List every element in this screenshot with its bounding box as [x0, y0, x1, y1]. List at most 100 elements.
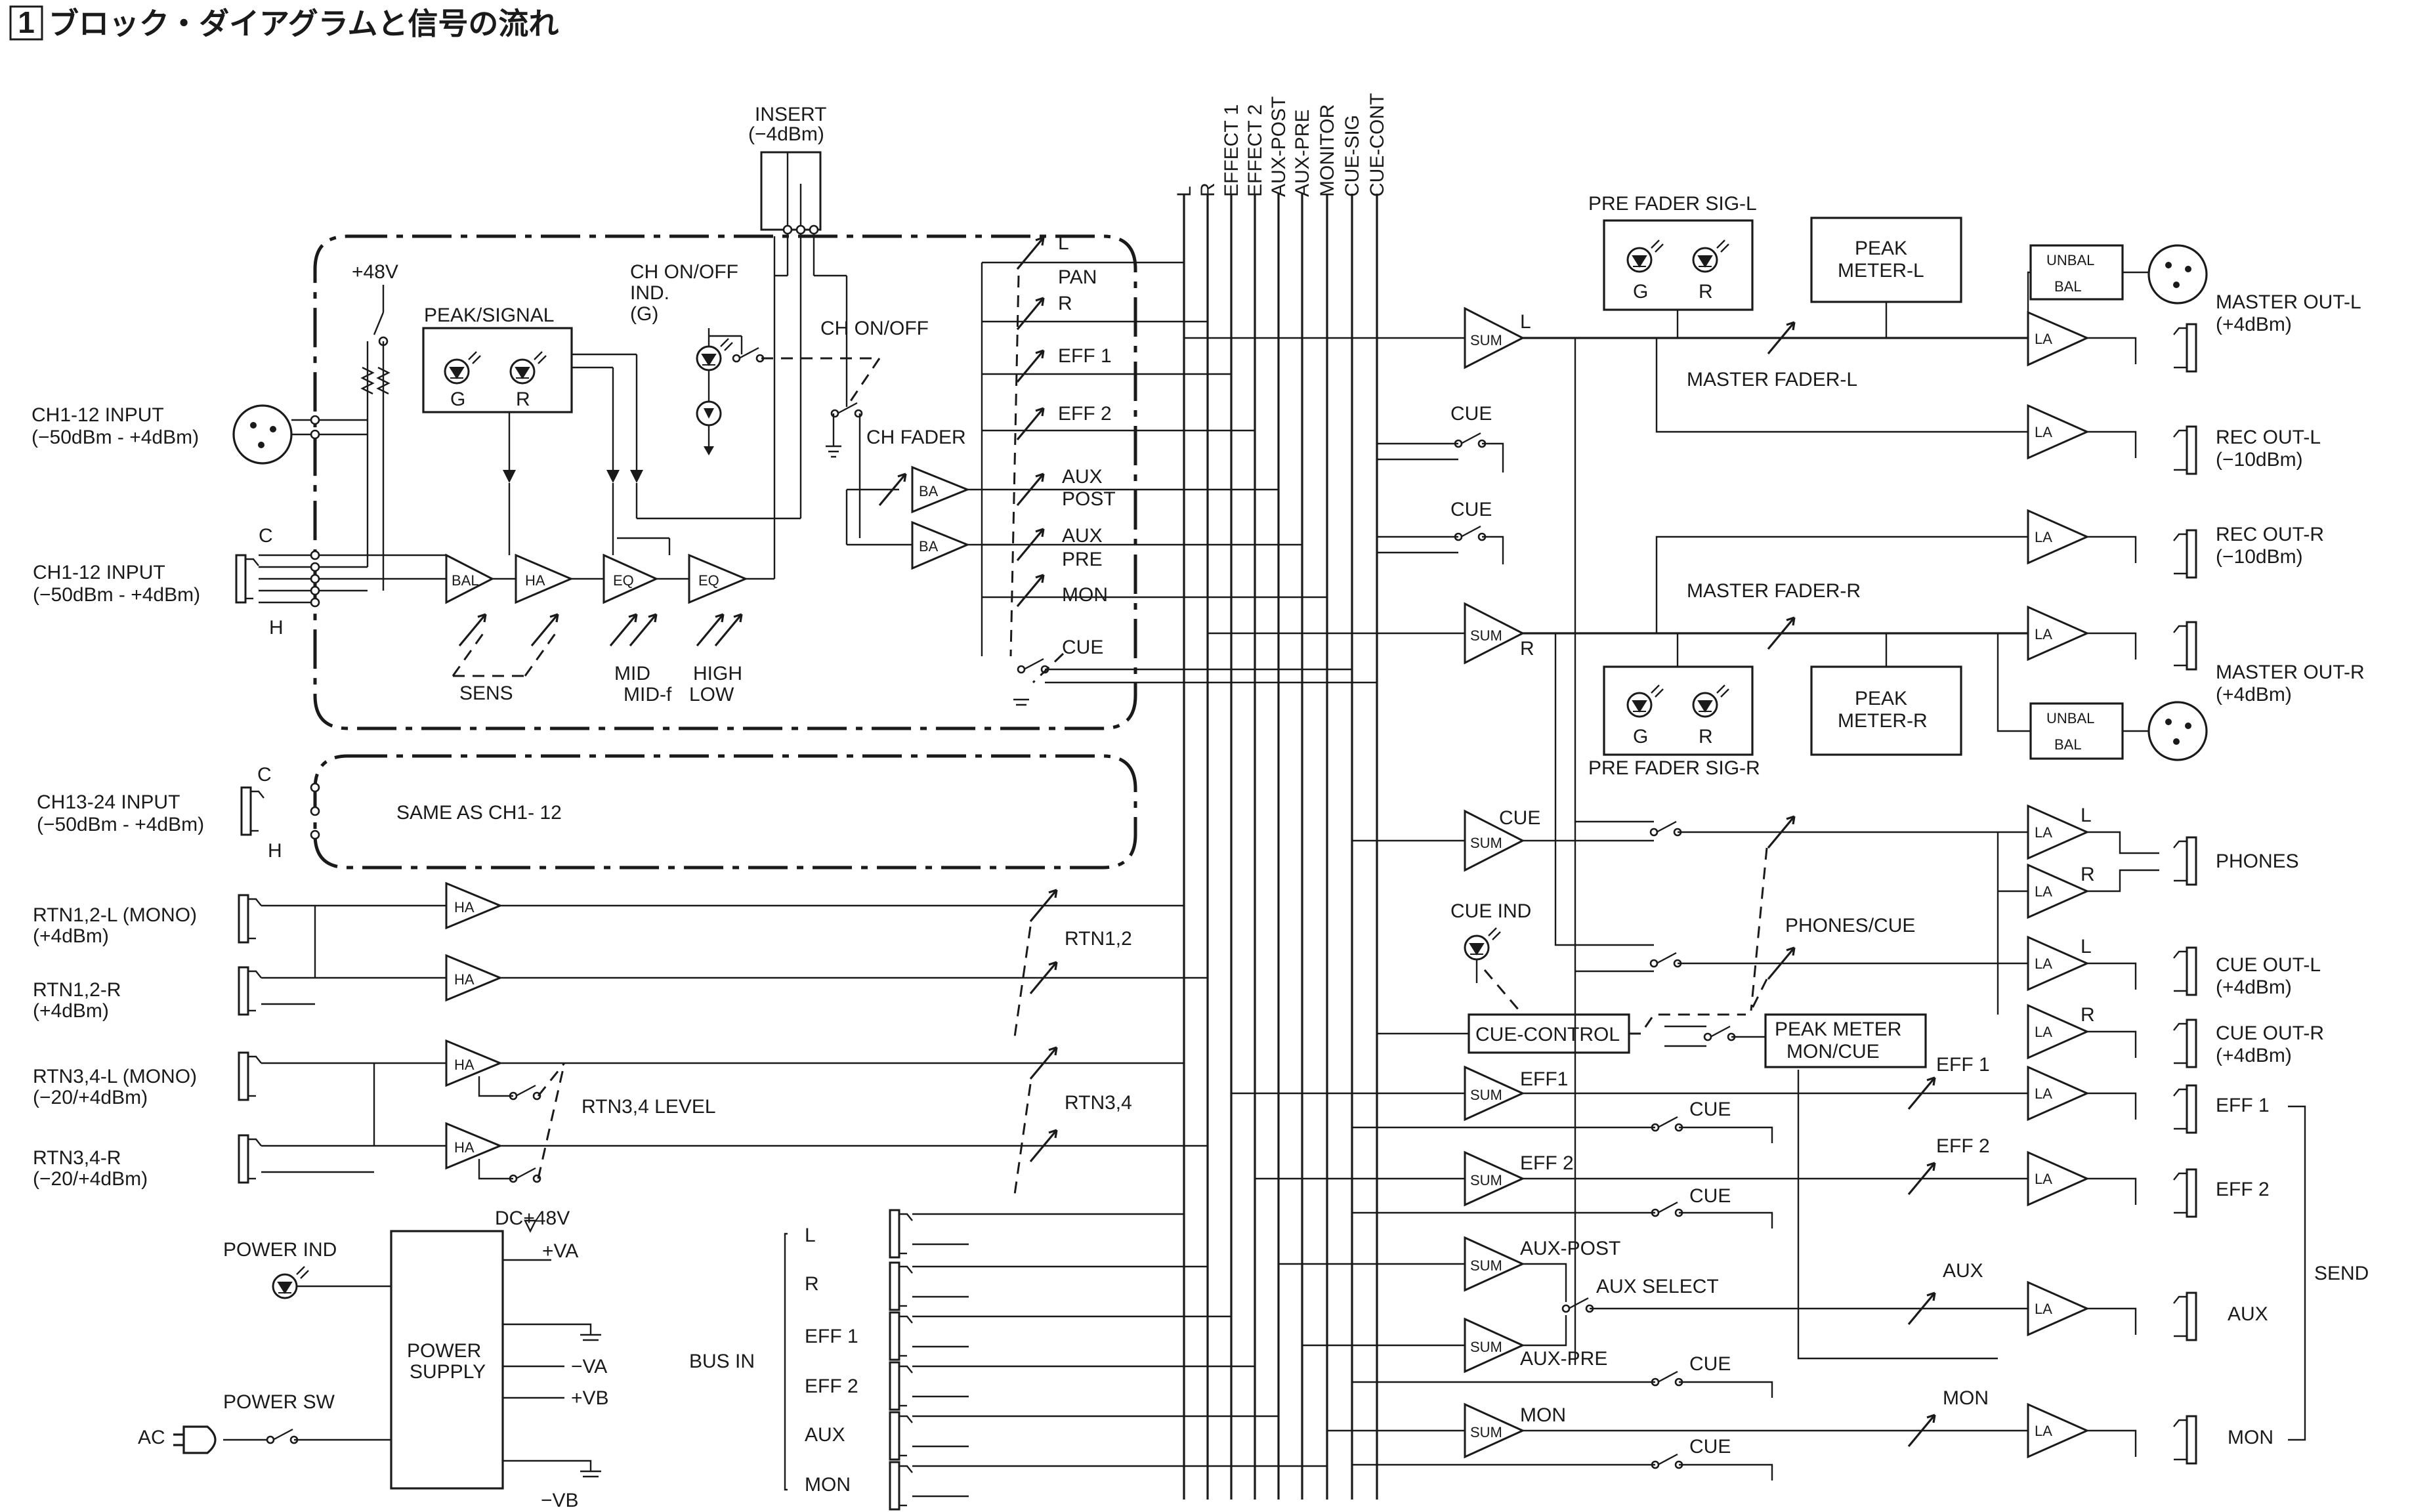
eff2-send-knob[interactable] — [1016, 407, 1045, 441]
master-section: SUM L SUM R PRE FADER SIG-L G R MASTER F… — [1184, 193, 2369, 1480]
cue-ind-led-icon — [1464, 927, 1502, 961]
eff2-cue-switch[interactable] — [1651, 1201, 1683, 1217]
pan-l-label: L — [1058, 232, 1069, 254]
pre-fader-l-g: G — [1633, 281, 1648, 303]
pan-knob-r[interactable] — [1016, 297, 1045, 331]
send-cue-label: CUE — [1062, 637, 1103, 658]
phones-cue-switch-1[interactable] — [1649, 820, 1682, 837]
ac-plug-icon — [173, 1425, 217, 1454]
eff2-out-label: EFF 2 — [2216, 1179, 2270, 1200]
mon-master-label: MON — [1943, 1387, 1989, 1409]
bus-in-aux-jack — [889, 1411, 914, 1461]
returns-section: RTN1,2-L (MONO) (+4dBm) RTN1,2-R (+4dBm)… — [33, 881, 1208, 1195]
bus-label-aux-post: AUX-POST — [1268, 96, 1290, 197]
rtn12-r-ha — [445, 954, 503, 1002]
la-phones-l — [2027, 804, 2090, 860]
mon-cue-label: CUE — [1689, 1436, 1731, 1458]
cue-out-r-side: R — [2081, 1004, 2095, 1026]
pre-fader-sig-r-box — [1603, 665, 1754, 756]
va-pos-label: +VA — [542, 1240, 578, 1262]
peak-meter-line1: PEAK METER — [1775, 1018, 1901, 1040]
cue-l-switch[interactable] — [1454, 432, 1487, 448]
rtn34-l-level-switch[interactable] — [509, 1084, 541, 1101]
sens-label: SENS — [459, 682, 513, 704]
mon-send-knob[interactable] — [1016, 574, 1045, 608]
master-out-r-xlr — [2147, 701, 2208, 761]
power-switch[interactable] — [266, 1428, 299, 1444]
rtn12-l-jack — [238, 894, 263, 944]
phones-cue-label: PHONES/CUE — [1785, 915, 1915, 936]
eff1-send-knob[interactable] — [1016, 349, 1045, 383]
same-as-ch1-12-label: SAME AS CH1- 12 — [396, 802, 562, 824]
insert-label: INSERT — [755, 104, 826, 125]
cue-ind-label: CUE IND — [1450, 900, 1531, 922]
cue-r-label: CUE — [1450, 499, 1492, 520]
master-out-l-level: (+4dBm) — [2216, 314, 2292, 335]
send-pre-label: PRE — [1062, 549, 1103, 570]
bus-labels: L R EFFECT 1 EFFECT 2 AUX-POST AUX-PRE M… — [1173, 93, 1388, 197]
cue-control-box — [1468, 1013, 1630, 1054]
bus-in-r-jack — [889, 1261, 914, 1311]
la-aux — [2027, 1280, 2090, 1337]
bus-in-eff2: EFF 2 — [805, 1376, 858, 1397]
eq-amp-2 — [688, 553, 748, 604]
eff2-out-jack — [2172, 1168, 2197, 1218]
bal-r-label: BAL — [2054, 736, 2082, 753]
ch-onoff-led-icon — [696, 337, 734, 371]
cue-switch[interactable] — [1017, 658, 1049, 674]
bus-label-cue-sig: CUE-SIG — [1342, 115, 1363, 197]
low-label: LOW — [689, 684, 734, 705]
bus-bars — [1183, 194, 1378, 1500]
ch13-24-input-label: CH13-24 INPUT — [37, 791, 180, 813]
la-master-l-label: LA — [2035, 331, 2052, 347]
bus-in-eff1: EFF 1 — [805, 1326, 858, 1347]
master-out-r-level: (+4dBm) — [2216, 684, 2292, 705]
aux-cue-switch[interactable] — [1651, 1370, 1683, 1387]
eff1-cue-switch[interactable] — [1651, 1116, 1683, 1132]
peak-meter-r-box — [1810, 665, 1962, 756]
eff2-bus-label: EFF 2 — [1520, 1152, 1574, 1174]
cue-out-r-jack — [2172, 1018, 2197, 1068]
peak-meter-select-switch[interactable] — [1703, 1025, 1736, 1041]
peak-meter-l-box — [1810, 217, 1962, 303]
cue-r-switch[interactable] — [1454, 525, 1487, 541]
cue-out-r-label: CUE OUT-R — [2216, 1022, 2324, 1044]
peak-meter-r-line1: PEAK — [1855, 688, 1907, 709]
vb-neg-label: −VB — [541, 1490, 579, 1511]
la-eff2 — [2027, 1150, 2090, 1207]
rtn34-l-ha — [445, 1039, 503, 1087]
bal-l-label: BAL — [2054, 278, 2082, 295]
peak-r-label: R — [516, 388, 530, 410]
rtn12-l-label: RTN1,2-L (MONO) — [33, 904, 197, 926]
sum-r-side: R — [1520, 638, 1534, 660]
sum-mon-label: SUM — [1470, 1424, 1502, 1440]
diagram-title: ブロック・ダイアグラムと信号の流れ — [49, 7, 559, 41]
rtn34-r-level-switch[interactable] — [509, 1167, 541, 1183]
aux-select-label: AUX SELECT — [1596, 1276, 1719, 1297]
cue-out-l-side: L — [2081, 936, 2092, 957]
la-mon-label: LA — [2035, 1423, 2052, 1439]
ba-amp-post-label: BA — [919, 483, 939, 499]
master-out-r-jack — [2172, 621, 2197, 671]
eff1-bus-label: EFF1 — [1520, 1068, 1568, 1090]
mon-cue-switch[interactable] — [1651, 1453, 1683, 1469]
aux-select-switch[interactable] — [1561, 1297, 1594, 1313]
jack-input-connector — [235, 554, 260, 604]
la-cue-out-r-label: LA — [2035, 1024, 2052, 1040]
insert-level: (−4dBm) — [748, 123, 824, 145]
bus-in-section: BUS IN L R EFF 1 EFF 2 AUX MON — [689, 1209, 1327, 1511]
rtn34-r-level: (−20/+4dBm) — [33, 1168, 148, 1190]
sens-knob-2 — [530, 613, 559, 647]
phones-cue-switch-2[interactable] — [1649, 952, 1682, 968]
peak-meter-mon-cue-box — [1764, 1013, 1927, 1068]
bus-in-mon-jack — [889, 1461, 914, 1511]
eff1-out-jack — [2172, 1084, 2197, 1134]
mon-bus-label: MON — [1520, 1404, 1566, 1426]
ch1-12-jack-input-label: CH1-12 INPUT — [33, 562, 165, 583]
bus-label-effect1: EFFECT 1 — [1221, 104, 1242, 197]
pan-knob-l[interactable] — [1016, 236, 1045, 270]
unbal-r-label: UNBAL — [2046, 710, 2094, 726]
aux-out-label: AUX — [2228, 1303, 2268, 1325]
power-supply-line2: SUPPLY — [410, 1361, 486, 1383]
master-fader-l-label: MASTER FADER-L — [1687, 369, 1857, 390]
